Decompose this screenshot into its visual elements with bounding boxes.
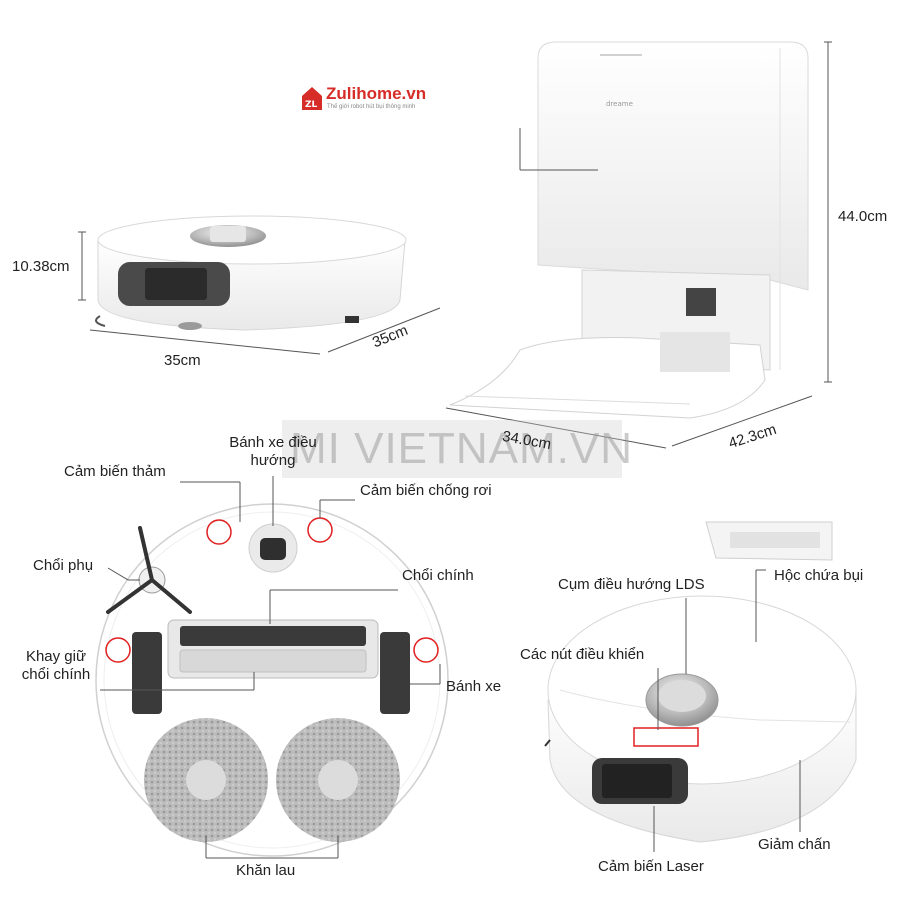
wheel-label: Bánh xe xyxy=(446,678,502,695)
side-brush-label: Chổi phụ xyxy=(33,557,94,574)
house-icon: ZL xyxy=(302,87,322,110)
watermark-text: MI VIETNAM.VN xyxy=(290,424,634,473)
station-brand-text: dreame xyxy=(606,100,633,108)
brush-holder-label: Khay giữ chổi chính xyxy=(21,648,91,683)
dustbin-label: Hộc chứa bụi xyxy=(774,567,864,584)
robot-bottom-view xyxy=(95,476,449,859)
control-buttons-label: Các nút điều khiển xyxy=(520,646,645,663)
robot-height-label: 10.38cm xyxy=(12,258,70,275)
brand-name: Zulihome.vn xyxy=(326,84,427,103)
laser-sensor-label: Cảm biến Laser xyxy=(598,858,704,875)
carpet-sensor-label: Cảm biến thảm xyxy=(64,463,166,480)
brand-logo: ZL Zulihome.vn Thế giới robot hút bụi th… xyxy=(299,82,449,122)
station-view: dreame xyxy=(445,41,832,449)
station-height-label: 44.0cm xyxy=(838,208,888,225)
main-brush-label: Chổi chính xyxy=(402,567,474,584)
brand-tagline: Thế giới robot hút bụi thông minh xyxy=(327,104,416,110)
watermark: MI VIETNAM.VN xyxy=(282,420,632,478)
steering-wheel-label: Bánh xe điều hướng xyxy=(229,434,317,469)
robot-side-view xyxy=(78,215,441,355)
robot-width-label: 35cm xyxy=(164,352,201,369)
bumper-label: Giảm chấn xyxy=(758,836,831,853)
lds-module-label: Cụm điều hướng LDS xyxy=(558,576,705,593)
robot-iso-view xyxy=(544,521,857,852)
mop-label: Khăn lau xyxy=(236,862,296,879)
cliff-sensor-label: Cảm biến chống rơi xyxy=(360,482,492,499)
brand-mark-text: ZL xyxy=(305,100,318,110)
